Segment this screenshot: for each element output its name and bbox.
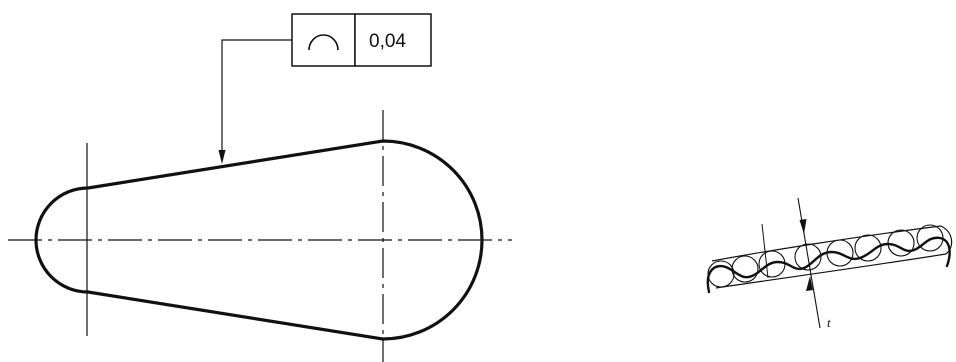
tolerance-value: 0,04	[369, 31, 406, 52]
actual-profile-line	[706, 236, 951, 294]
leader-line	[221, 39, 292, 152]
zone-circle	[794, 243, 822, 271]
part-outline	[34, 139, 484, 341]
zone-width-label: t	[827, 315, 831, 330]
profile-of-a-line-icon	[308, 34, 339, 51]
zone-reference-line	[761, 223, 769, 279]
zone-lower-boundary	[715, 253, 947, 289]
zone-upper-boundary	[711, 225, 942, 262]
frame-symbol-cell	[291, 13, 356, 67]
zone-right-cap	[940, 225, 953, 255]
tolerance-zone-detail: t	[706, 197, 953, 330]
feature-control-frame: 0,04	[218, 13, 432, 164]
leader-arrowhead	[218, 150, 226, 164]
frame-tolerance-cell	[354, 13, 432, 67]
zone-width-arrow-top	[799, 219, 807, 234]
zone-circle	[854, 234, 882, 262]
zone-width-dimension-line	[797, 197, 821, 329]
part-view	[8, 110, 512, 362]
zone-width-arrow-bottom	[806, 276, 813, 291]
